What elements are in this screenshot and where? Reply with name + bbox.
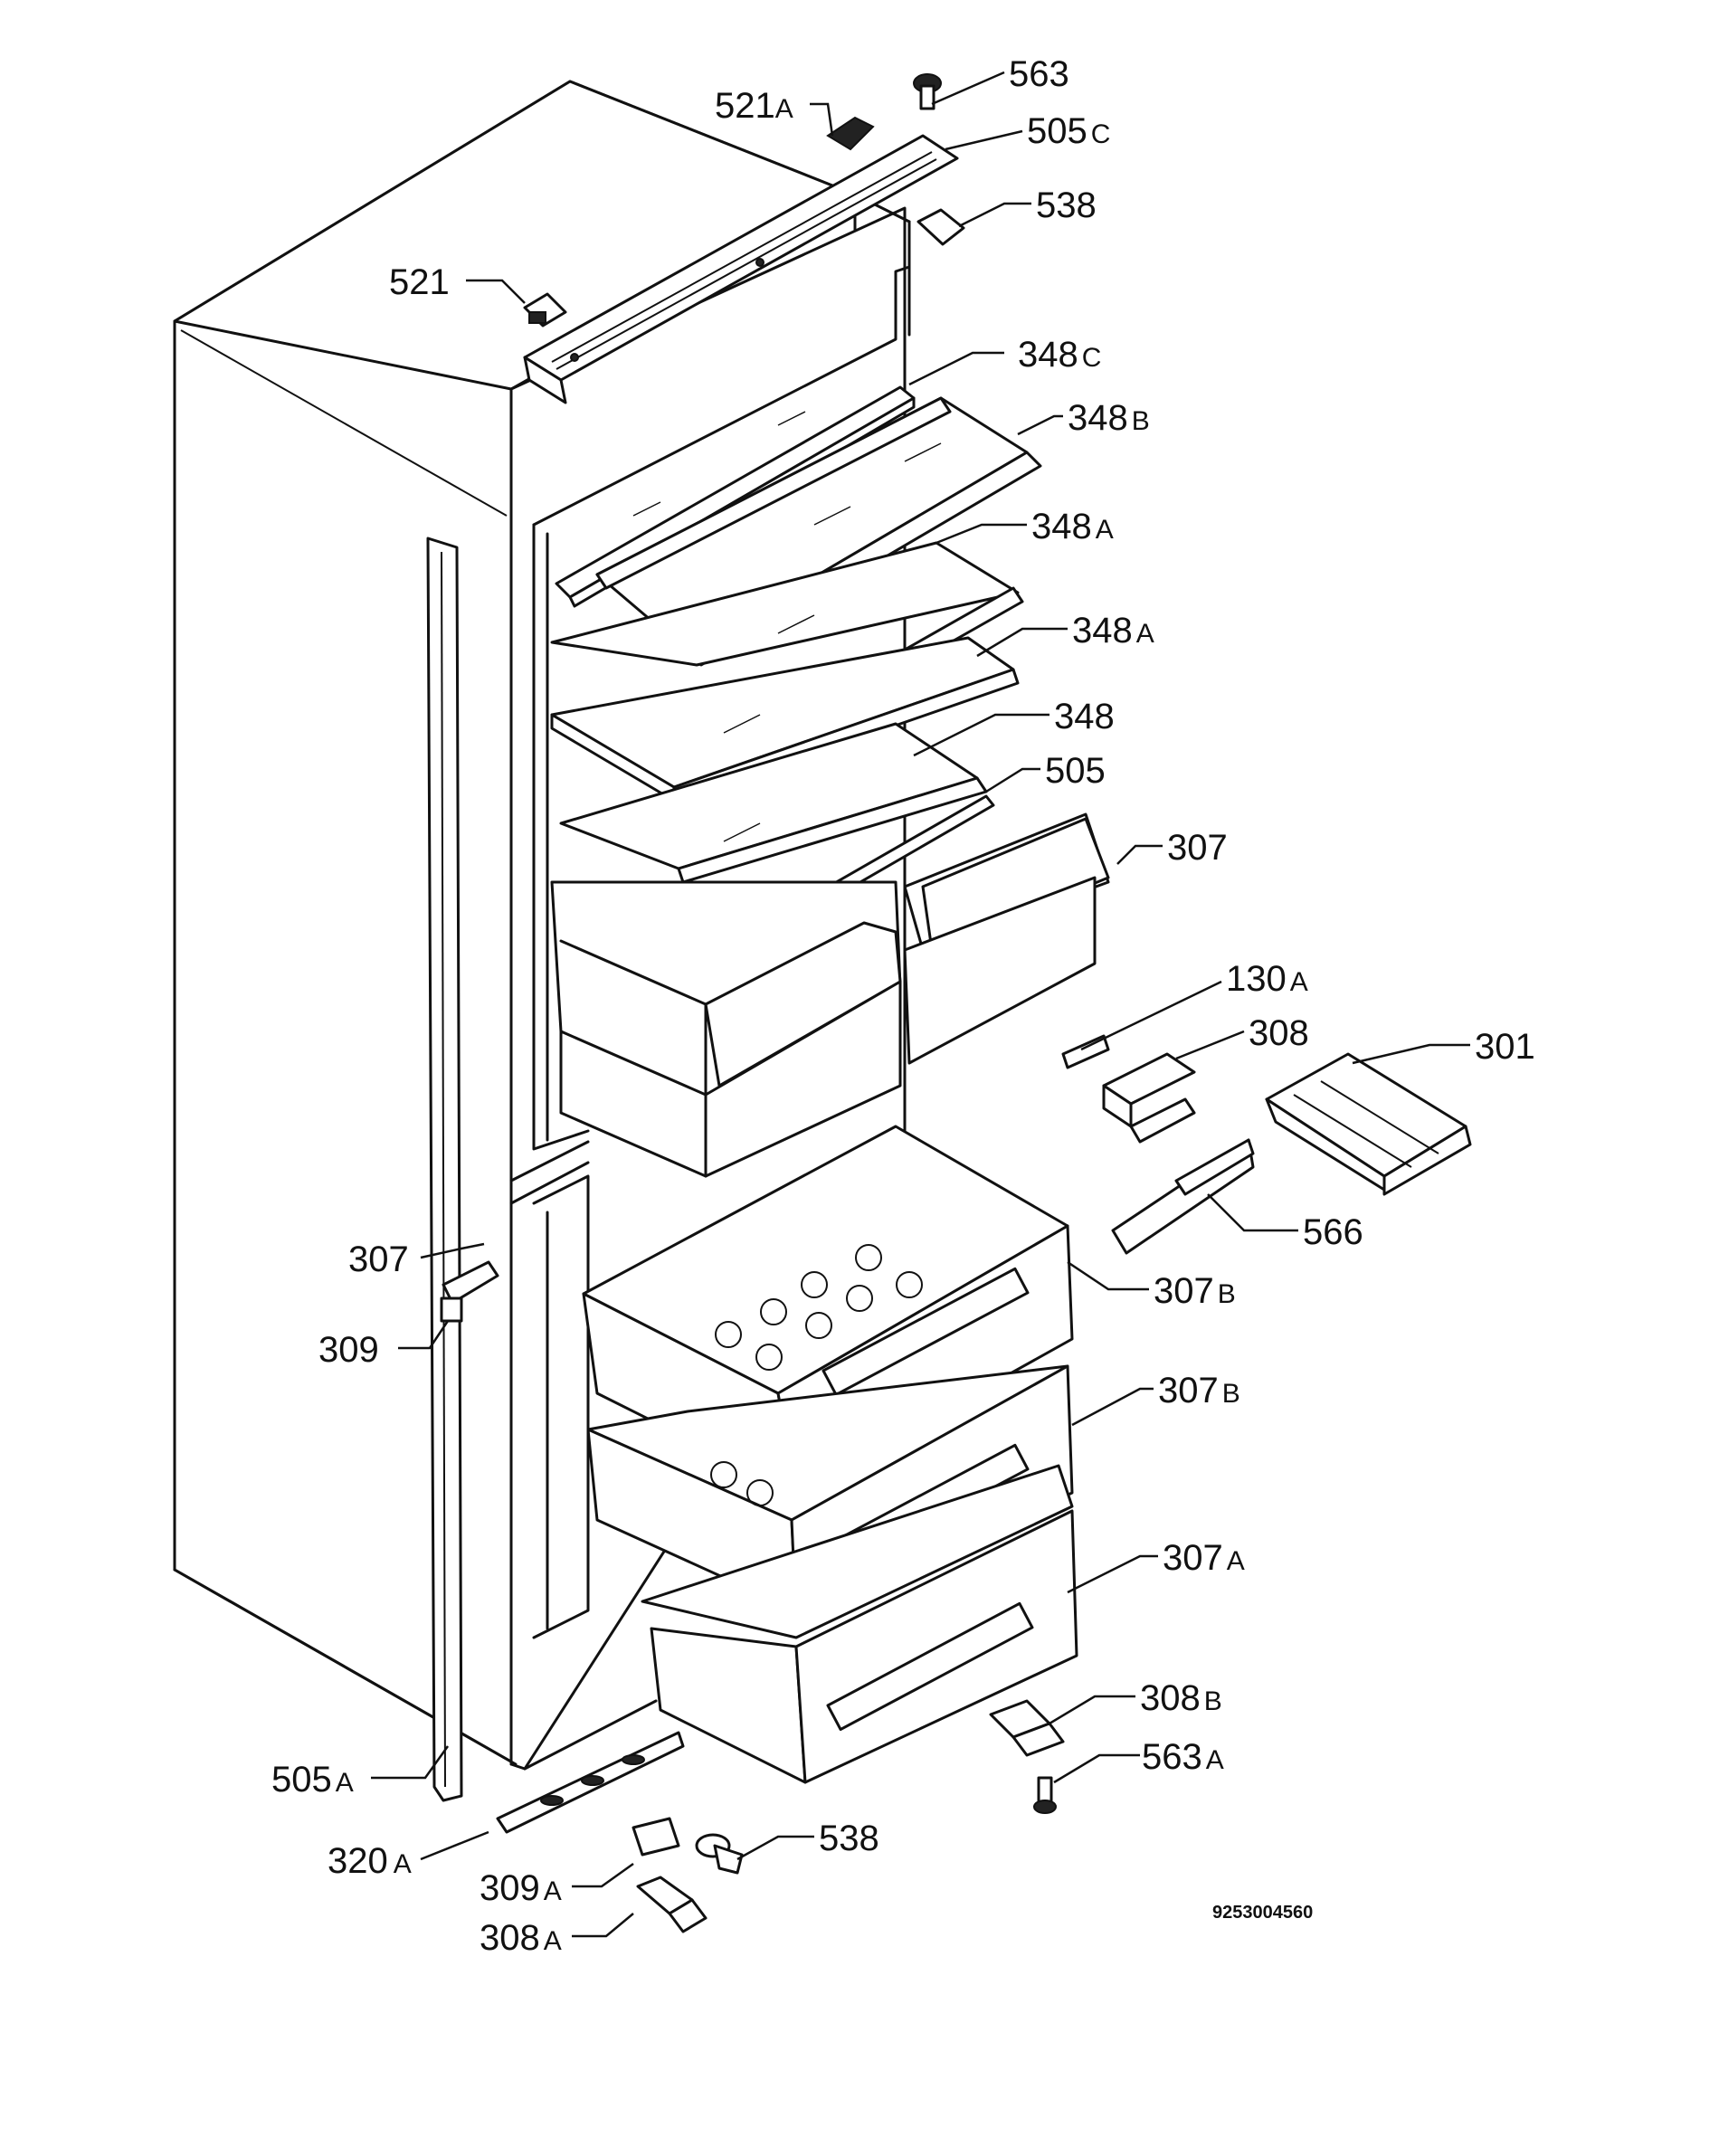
hinge-308a-part: [636, 1876, 708, 1933]
label-307-left: 307: [348, 1239, 409, 1279]
cap-309a-part: [632, 1817, 680, 1857]
pivot-563a-part: [1033, 1776, 1057, 1814]
freezer-drawer-307a: [641, 1464, 1078, 1784]
cap-521-part: [523, 292, 567, 328]
glass-shelf-348: [559, 722, 988, 884]
label-308: 308: [1249, 1013, 1309, 1053]
label-307-right: 307: [1167, 828, 1228, 868]
leader-lines: [371, 71, 1470, 1938]
door-seal-strip-505a: [426, 537, 463, 1802]
label-566: 566: [1303, 1212, 1363, 1252]
ice-tray-301-part: [1265, 1052, 1472, 1196]
label-538-bottom: 538: [819, 1819, 879, 1858]
label-521: 521: [389, 262, 450, 302]
hinge-308-part: [1102, 1052, 1196, 1144]
scraper-566-part: [1111, 1138, 1255, 1255]
label-505: 505: [1045, 751, 1106, 791]
label-521a: 521A: [715, 86, 793, 126]
reference-code: 9253004560: [1212, 1903, 1313, 1923]
label-538-top: 538: [1036, 185, 1097, 225]
label-563: 563: [1009, 54, 1069, 94]
pivot-563-part: [913, 73, 942, 110]
drawer-307-right: [903, 812, 1110, 1065]
hinge-308b-part: [989, 1699, 1065, 1757]
light-cover-130a-part: [1061, 1034, 1110, 1069]
drawer-307-left: [550, 880, 902, 1178]
cap-521a-part: [826, 116, 875, 151]
label-301: 301: [1475, 1027, 1535, 1067]
rail-320a-part: [496, 1731, 685, 1834]
label-348: 348: [1054, 697, 1115, 736]
bracket-538-bottom-part: [695, 1833, 744, 1875]
label-309: 309: [318, 1330, 379, 1370]
hinge-309-part: [440, 1260, 499, 1323]
top-rail-505c: [523, 134, 959, 404]
bracket-538-top-part: [916, 208, 965, 246]
